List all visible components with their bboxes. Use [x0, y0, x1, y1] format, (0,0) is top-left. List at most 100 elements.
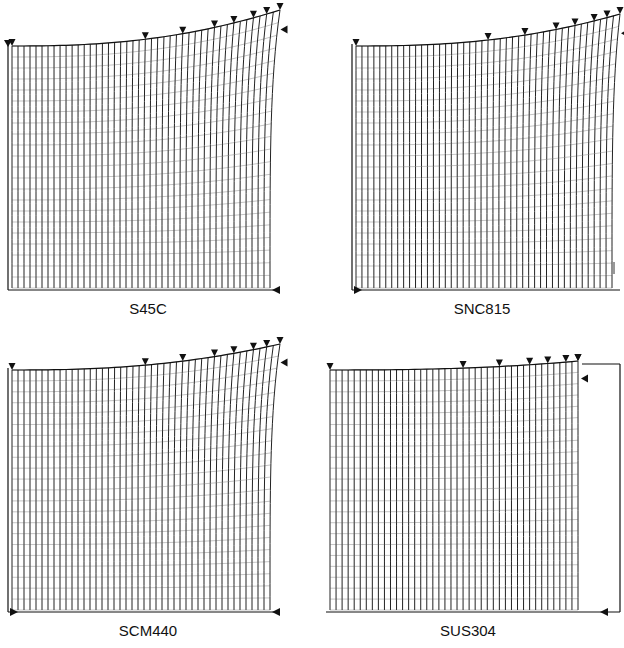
grid-line	[12, 250, 270, 255]
grid-line	[12, 48, 276, 79]
marker-triangle	[575, 354, 582, 361]
marker-triangle	[230, 346, 237, 353]
marker-triangle	[4, 40, 12, 47]
marker-triangle	[327, 363, 334, 370]
grid-line	[330, 452, 578, 458]
marker-triangle	[250, 343, 257, 350]
grid-line	[356, 76, 615, 101]
frame-line	[8, 289, 278, 290]
grid-line	[330, 429, 578, 436]
grid-line	[12, 574, 270, 578]
grid-line	[356, 39, 617, 68]
marker-arrow	[272, 608, 280, 616]
grid-line	[12, 212, 270, 222]
grid-line	[12, 136, 271, 156]
grid-line	[12, 417, 273, 436]
grid-line	[330, 418, 578, 425]
grid-line	[356, 163, 612, 178]
grid-panel	[352, 7, 624, 294]
marker-arrow	[354, 286, 362, 294]
grid-top	[330, 361, 578, 370]
grid-line	[612, 14, 620, 288]
grid-line	[12, 356, 278, 381]
grid-line	[12, 429, 272, 447]
grid-line	[12, 465, 271, 479]
marker-triangle	[9, 363, 16, 370]
grid-line	[356, 126, 613, 145]
panel-label: SNC815	[452, 300, 513, 317]
grid-line	[12, 149, 271, 167]
marker-triangle	[544, 356, 551, 363]
frame-line	[7, 44, 8, 290]
grid-line	[12, 513, 270, 522]
grid-line	[356, 238, 612, 244]
grid-line	[356, 139, 613, 156]
grid-line	[12, 225, 270, 233]
grid-line	[356, 288, 612, 289]
grid-line	[12, 537, 270, 544]
grid-line	[330, 361, 578, 370]
marker-triangle	[485, 33, 492, 40]
marker-arrow	[581, 374, 588, 382]
panel-label: SCM440	[117, 622, 179, 639]
grid-line	[12, 288, 270, 289]
marker-triangle	[263, 7, 270, 14]
marker-triangle	[604, 11, 611, 18]
panel-label: SUS304	[438, 622, 498, 639]
grid-line	[12, 73, 274, 101]
marker-triangle	[277, 337, 284, 344]
grid-line	[12, 368, 277, 392]
grid-panel	[8, 337, 287, 616]
marker-triangle	[179, 27, 186, 34]
grid-line	[330, 474, 578, 479]
grid-top	[12, 10, 280, 46]
grid-line	[330, 508, 578, 512]
marker-triangle	[142, 32, 149, 39]
grid-line	[12, 237, 270, 244]
marker-arrow	[280, 25, 287, 33]
frame-line	[619, 364, 620, 612]
grid-line	[356, 276, 612, 277]
marker-triangle	[277, 3, 284, 10]
grid-line	[12, 489, 270, 501]
marker-triangle	[572, 18, 579, 25]
marker-arrow	[621, 29, 624, 37]
marker-arrow	[280, 359, 287, 367]
grid-panel	[4, 3, 287, 294]
grid-line	[356, 89, 614, 112]
marker-triangle	[230, 16, 237, 23]
grid-line	[330, 384, 578, 392]
frame-line	[8, 611, 278, 612]
grid-line	[330, 372, 578, 381]
grid-line	[330, 519, 578, 522]
marker-triangle	[526, 358, 533, 365]
marker-triangle	[460, 361, 467, 368]
grid-line	[356, 188, 612, 200]
grid-line	[330, 553, 578, 555]
grid-line	[12, 404, 274, 424]
grid-line	[356, 101, 614, 123]
marker-triangle	[496, 360, 503, 367]
marker-arrow	[272, 286, 280, 294]
grid-line	[356, 14, 620, 46]
grid-line	[330, 565, 578, 567]
grid-line	[356, 251, 612, 255]
panel-label: S45C	[127, 300, 169, 317]
marker-triangle	[211, 20, 218, 27]
marker-triangle	[562, 355, 569, 362]
grid-line	[330, 542, 578, 544]
grid-line	[12, 610, 270, 611]
grid-line	[12, 98, 272, 123]
grid-line	[12, 200, 270, 211]
grid-line	[330, 497, 578, 501]
grid-line	[270, 344, 280, 610]
marker-triangle	[353, 39, 360, 46]
grid-line	[330, 463, 578, 468]
marker-arrow	[10, 608, 18, 616]
grid-line	[12, 562, 270, 567]
grid-line	[330, 531, 578, 534]
grid-line	[12, 453, 271, 468]
grid-line	[356, 114, 613, 134]
grid-line	[270, 10, 280, 288]
